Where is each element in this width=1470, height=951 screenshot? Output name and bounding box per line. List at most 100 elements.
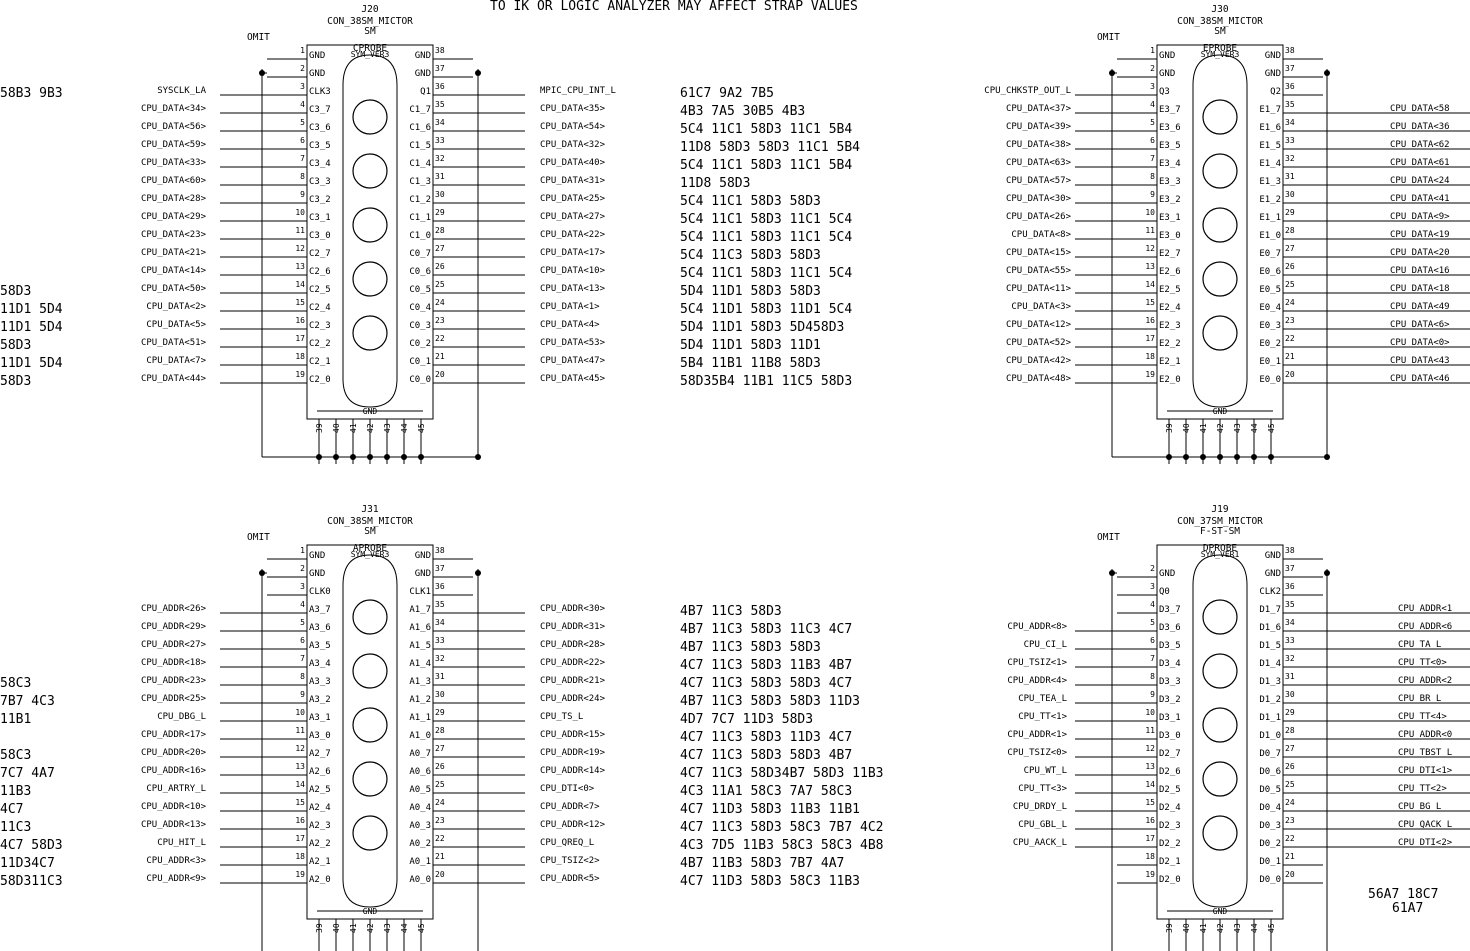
- pin-number: 30: [1285, 690, 1295, 699]
- pin-name: D0_6: [1259, 767, 1281, 777]
- connector-package: SM: [1214, 26, 1226, 37]
- offpage-xref: 5C4 11C1 58D3 11C1 5C4: [680, 266, 852, 281]
- pin-number: 33: [435, 136, 445, 145]
- signal-label: CPU_TSIZ<2>: [540, 856, 600, 866]
- probe-hole: [352, 207, 388, 243]
- offpage-xref: 11C3: [0, 820, 31, 835]
- pin-name: C0_1: [409, 357, 431, 367]
- signal-label: CPU_DATA<24: [1390, 176, 1450, 186]
- pin-number: 29: [1285, 708, 1295, 717]
- pin-number: 35: [435, 100, 445, 109]
- signal-label: CPU_ADDR<20>: [141, 748, 207, 758]
- pin-name: GND: [1265, 69, 1281, 79]
- bottom-pin-number: 39: [315, 923, 324, 933]
- signal-label: CPU_ADDR<14>: [540, 766, 606, 776]
- pin-number: 5: [300, 118, 305, 127]
- bottom-pin-number: 45: [1267, 423, 1276, 433]
- pin-name: C2_7: [309, 249, 331, 259]
- signal-label: CPU_ADDR<27>: [141, 640, 207, 650]
- pin-name: A3_7: [309, 605, 331, 615]
- offpage-xref: 4C7 58D3: [0, 838, 63, 853]
- pin-number: 7: [1150, 154, 1155, 163]
- offpage-xref: 11D1 5D4: [0, 302, 63, 317]
- junction-dot: [1324, 454, 1330, 460]
- pin-name: A2_0: [309, 875, 331, 885]
- pin-number: 21: [435, 852, 445, 861]
- pin-number: 1: [300, 46, 305, 55]
- signal-label: CPU_DATA<44>: [141, 374, 207, 384]
- probe-hole: [352, 761, 388, 797]
- connector-refdes: J19: [1211, 504, 1228, 515]
- pin-name: D2_1: [1159, 857, 1181, 867]
- offpage-xref: 58D3: [0, 374, 31, 389]
- pin-name: D1_7: [1259, 605, 1281, 615]
- pin-name: C1_5: [409, 141, 431, 151]
- pin-name: E3_7: [1159, 105, 1181, 115]
- pin-number: 16: [1145, 816, 1155, 825]
- pin-name: E0_7: [1259, 249, 1281, 259]
- pin-name: D3_0: [1159, 731, 1181, 741]
- junction-dot: [475, 570, 481, 576]
- signal-label: CPU_DATA<62: [1390, 140, 1450, 150]
- signal-label: CPU_ADDR<1>: [1007, 730, 1067, 740]
- signal-label: CPU_DATA<53>: [540, 338, 606, 348]
- pin-number: 22: [435, 834, 445, 843]
- pin-name: A0_1: [409, 857, 431, 867]
- pin-number: 11: [1145, 726, 1155, 735]
- offpage-xref: 58D3: [0, 338, 31, 353]
- signal-label: CPU_DATA<15>: [1006, 248, 1072, 258]
- signal-label: CPU_DATA<29>: [141, 212, 207, 222]
- signal-label: CPU_DATA<58: [1390, 104, 1450, 114]
- pin-number: 10: [1145, 208, 1155, 217]
- pin-name: A3_5: [309, 641, 331, 651]
- pin-name: D3_6: [1159, 623, 1181, 633]
- pin-number: 17: [1145, 834, 1155, 843]
- probe-hole: [1202, 815, 1238, 851]
- signal-label: CPU_TT<2>: [1398, 784, 1447, 794]
- probe-hole: [1202, 207, 1238, 243]
- signal-label: CPU_DATA<10>: [540, 266, 606, 276]
- signal-label: CPU_DATA<51>: [141, 338, 207, 348]
- pin-number: 22: [1285, 834, 1295, 843]
- signal-label: CPU_DATA<41: [1390, 194, 1450, 204]
- pin-number: 29: [435, 208, 445, 217]
- pin-number: 15: [1145, 298, 1155, 307]
- pin-number: 15: [1145, 798, 1155, 807]
- bottom-pin-number: 43: [1233, 923, 1242, 933]
- offpage-xref: 4C7 11D3 58D3 58C3 11B3: [680, 874, 860, 889]
- symbol-version: SYM_VER3: [351, 550, 390, 559]
- signal-label: CPU_ADDR<5>: [540, 874, 600, 884]
- pin-number: 4: [1150, 600, 1155, 609]
- pin-number: 19: [295, 870, 305, 879]
- signal-label: CPU_DATA<2>: [146, 302, 206, 312]
- pin-name: D1_0: [1259, 731, 1281, 741]
- connector-refdes: J31: [361, 504, 378, 515]
- probe-hole: [352, 261, 388, 297]
- probe-hole: [352, 707, 388, 743]
- pin-name: D1_4: [1259, 659, 1281, 669]
- signal-label: CPU_ADDR<3>: [146, 856, 206, 866]
- pin-number: 28: [435, 226, 445, 235]
- pin-number: 37: [435, 64, 445, 73]
- signal-label: CPU_ADDR<7>: [540, 802, 600, 812]
- signal-label: CPU_DATA<36: [1390, 122, 1450, 132]
- pin-name: C0_5: [409, 285, 431, 295]
- pin-number: 14: [1145, 280, 1155, 289]
- bottom-pin-number: 43: [383, 923, 392, 933]
- offpage-xref: 58D311C3: [0, 874, 63, 889]
- probe-label: APROBE: [353, 543, 388, 554]
- pin-name: E0_5: [1259, 285, 1281, 295]
- signal-label: CPU_DTI<0>: [540, 784, 595, 794]
- offpage-xref: 4B7 11C3 58D3 58D3 11D3: [680, 694, 860, 709]
- pin-name: A0_0: [409, 875, 431, 885]
- signal-label: CPU_DATA<46: [1390, 374, 1450, 384]
- offpage-xref: 5C4 11C1 58D3 11C1 5B4: [680, 122, 852, 137]
- pin-number: 5: [1150, 118, 1155, 127]
- pin-number: 35: [1285, 100, 1295, 109]
- pin-name: D1_5: [1259, 641, 1281, 651]
- signal-label: CPU_DATA<38>: [1006, 140, 1072, 150]
- bottom-pin-number: 39: [315, 423, 324, 433]
- bottom-pin-number: 45: [417, 923, 426, 933]
- pin-name: E2_6: [1159, 267, 1181, 277]
- pin-number: 23: [1285, 316, 1295, 325]
